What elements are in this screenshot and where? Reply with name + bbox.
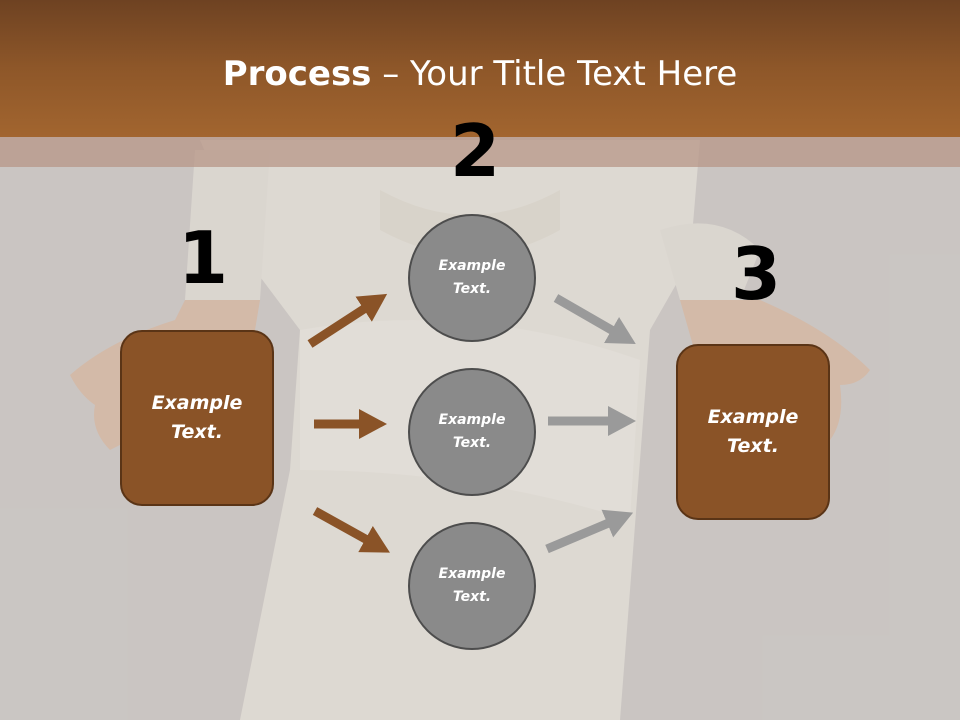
right-text-box: Example Text.: [676, 344, 830, 520]
circle-top-text: Example Text.: [438, 258, 506, 297]
left-text-box: Example Text.: [120, 330, 274, 506]
step-number-1: 1: [178, 216, 229, 300]
right-box-text: Example Text.: [707, 406, 799, 457]
title-rest: – Your Title Text Here: [371, 54, 738, 94]
title-bold: Process: [222, 54, 372, 94]
title-bar: [0, 0, 960, 137]
circle-middle-text: Example Text.: [438, 412, 506, 451]
arrow-left-to-top: [307, 293, 388, 348]
left-box-text: Example Text.: [151, 392, 243, 443]
circle-bottom: Example Text.: [408, 522, 536, 650]
circle-middle: Example Text.: [408, 368, 536, 496]
title-bar-band: [0, 137, 960, 167]
slide-title: Process – Your Title Text Here: [0, 52, 960, 96]
circle-bottom-text: Example Text.: [438, 566, 506, 605]
circle-top: Example Text.: [408, 214, 536, 342]
arrow-top-to-right: [553, 294, 636, 344]
arrow-left-to-bottom: [312, 507, 390, 553]
step-number-3: 3: [731, 232, 782, 316]
step-number-2: 2: [450, 109, 501, 193]
arrow-bottom-to-right: [545, 509, 634, 554]
